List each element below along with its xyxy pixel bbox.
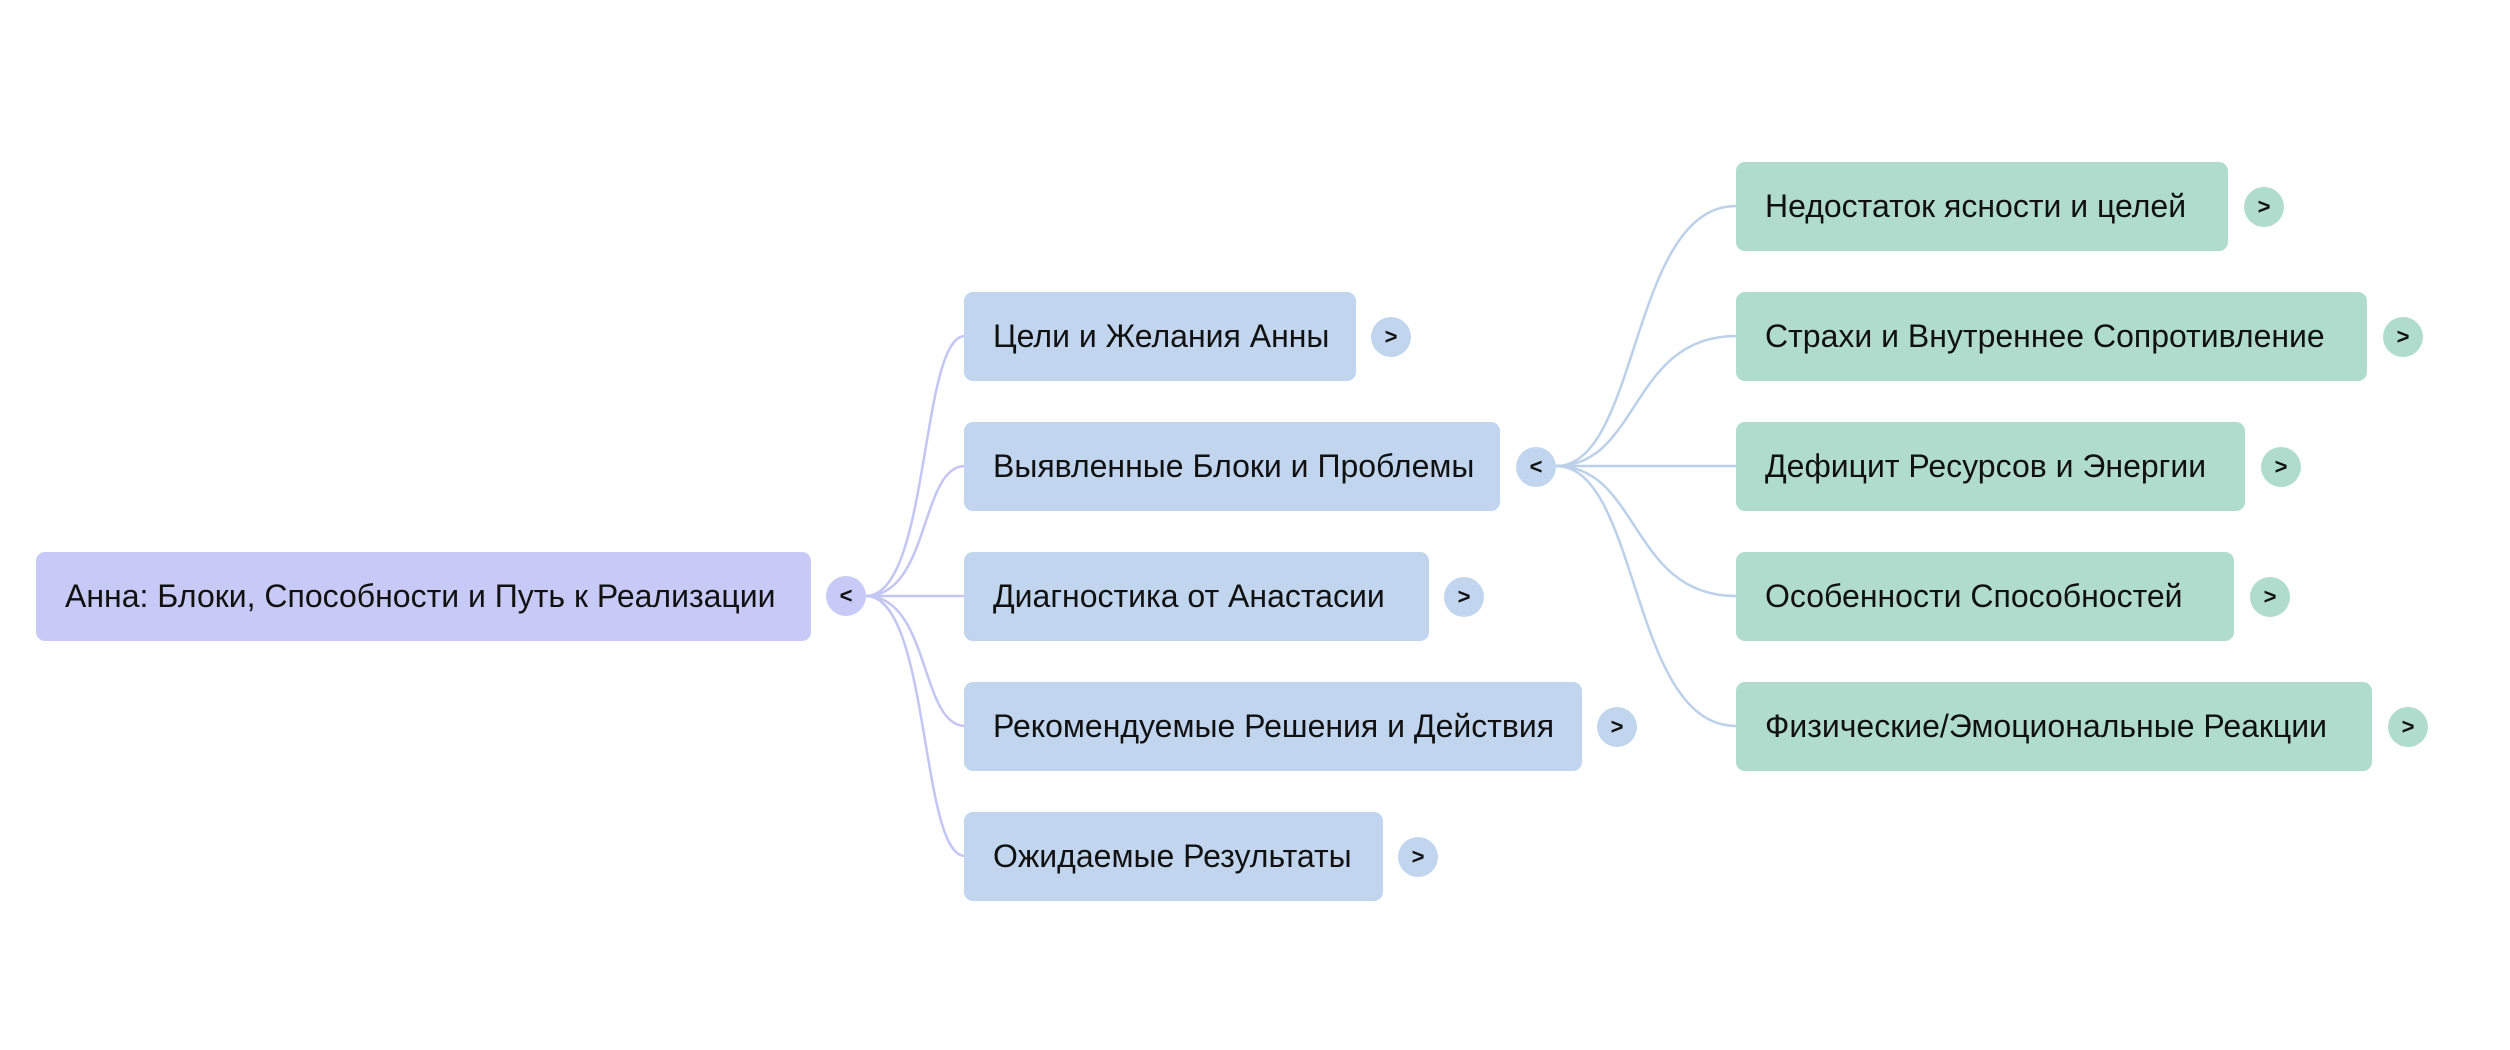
node-resource-deficit[interactable]: Дефицит Ресурсов и Энергии (1736, 422, 2245, 511)
root-node[interactable]: Анна: Блоки, Способности и Путь к Реализ… (36, 552, 811, 641)
node-expected-results[interactable]: Ожидаемые Результаты (964, 812, 1383, 901)
node-physical-emotional-reactions[interactable]: Физические/Эмоциональные Реакции (1736, 682, 2372, 771)
node-label: Особенности Способностей (1765, 578, 2183, 614)
node-diagnostics[interactable]: Диагностика от Анастасии (964, 552, 1429, 641)
node-label: Цели и Желания Анны (993, 318, 1330, 354)
node-label: Выявленные Блоки и Проблемы (993, 448, 1475, 484)
expand-toggle-results[interactable]: > (1398, 837, 1438, 877)
expand-toggle-solutions[interactable]: > (1597, 707, 1637, 747)
node-label: Страхи и Внутреннее Сопротивление (1765, 318, 2325, 354)
expand-chevron-icon: > (2257, 194, 2271, 219)
expand-chevron-icon: > (2274, 454, 2288, 479)
connector-root-to-results (865, 594, 966, 858)
connector-blocks-to-reactions (1555, 464, 1737, 728)
node-label: Дефицит Ресурсов и Энергии (1765, 448, 2207, 484)
node-goals-and-wishes[interactable]: Цели и Желания Анны (964, 292, 1356, 381)
expand-chevron-icon: > (2401, 714, 2415, 739)
expand-toggle-clarity[interactable]: > (2244, 187, 2284, 227)
node-ability-features[interactable]: Особенности Способностей (1736, 552, 2234, 641)
node-label: Ожидаемые Результаты (993, 838, 1352, 874)
expand-toggle-abilities[interactable]: > (2250, 577, 2290, 617)
connector-root-to-blocks (865, 464, 966, 598)
collapse-chevron-icon: < (839, 583, 853, 608)
expand-chevron-icon: > (2396, 324, 2410, 349)
expand-toggle-goals[interactable]: > (1371, 317, 1411, 357)
node-label: Рекомендуемые Решения и Действия (993, 708, 1555, 744)
node-label: Физические/Эмоциональные Реакции (1765, 708, 2327, 744)
connector-root-to-solutions (865, 594, 966, 728)
expand-toggle-reactions[interactable]: > (2388, 707, 2428, 747)
node-recommended-solutions[interactable]: Рекомендуемые Решения и Действия (964, 682, 1582, 771)
node-fears-resistance[interactable]: Страхи и Внутреннее Сопротивление (1736, 292, 2367, 381)
root-node-label: Анна: Блоки, Способности и Путь к Реализ… (65, 578, 776, 614)
collapse-chevron-icon: < (1529, 454, 1543, 479)
connector-blocks-to-clarity (1555, 204, 1737, 468)
expand-chevron-icon: > (1610, 714, 1624, 739)
expand-toggle-resources[interactable]: > (2261, 447, 2301, 487)
node-lack-of-clarity[interactable]: Недостаток ясности и целей (1736, 162, 2228, 251)
expand-chevron-icon: > (2263, 584, 2277, 609)
node-identified-blocks[interactable]: Выявленные Блоки и Проблемы (964, 422, 1500, 511)
connector-blocks-to-fears (1555, 334, 1737, 468)
expand-toggle-diagnostics[interactable]: > (1444, 577, 1484, 617)
node-label: Недостаток ясности и целей (1765, 188, 2187, 224)
connector-root-to-goals (865, 334, 966, 598)
expand-toggle-fears[interactable]: > (2383, 317, 2423, 357)
expand-chevron-icon: > (1457, 584, 1471, 609)
connector-blocks-to-abilities (1555, 464, 1737, 598)
expand-chevron-icon: > (1411, 844, 1425, 869)
node-label: Диагностика от Анастасии (993, 578, 1385, 614)
expand-chevron-icon: > (1384, 324, 1398, 349)
root-collapse-toggle[interactable]: < (826, 576, 866, 616)
collapse-toggle-blocks[interactable]: < (1516, 447, 1556, 487)
